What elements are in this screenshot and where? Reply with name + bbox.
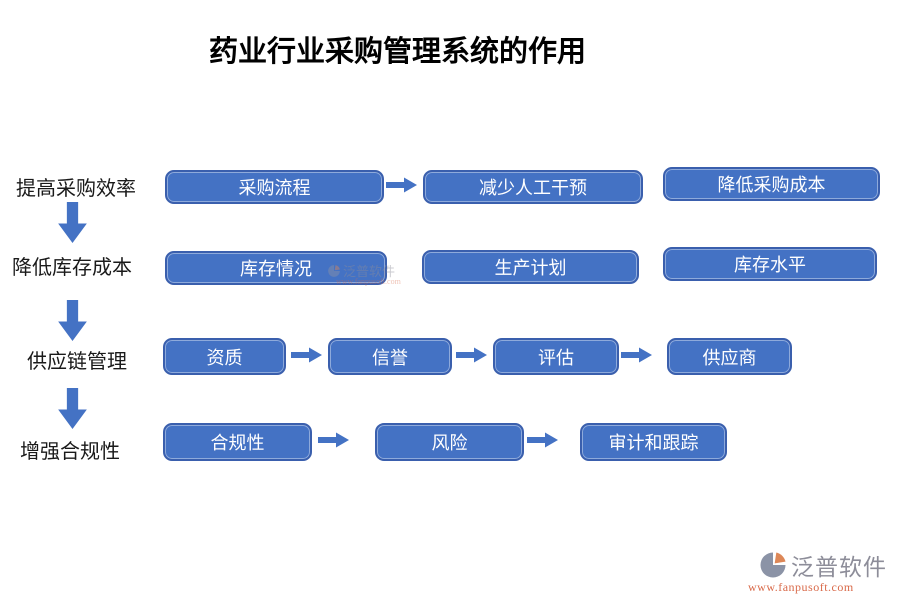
- node-lower-procurement-cost: 降低采购成本: [663, 167, 880, 201]
- node-qualification: 资质: [163, 338, 286, 375]
- fanpu-logo-icon: [328, 264, 340, 277]
- down-arrow-icon: [58, 388, 87, 429]
- row-label-efficiency: 提高采购效率: [16, 178, 136, 200]
- node-audit-tracking: 审计和跟踪: [580, 423, 727, 461]
- watermark-url: www.fanpusoft.com: [336, 277, 401, 286]
- node-reduce-manual-intervention: 减少人工干预: [423, 170, 643, 204]
- node-inventory-level: 库存水平: [663, 247, 877, 281]
- flow-arrow-icon: [386, 177, 418, 193]
- flow-arrow-icon: [291, 347, 323, 363]
- down-arrow-icon: [58, 202, 87, 243]
- flow-arrow-icon: [456, 347, 488, 363]
- down-arrow-icon: [58, 300, 87, 341]
- flow-arrow-icon: [318, 432, 350, 448]
- node-reputation: 信誉: [328, 338, 452, 375]
- node-procurement-process: 采购流程: [165, 170, 384, 204]
- diagram-title: 药业行业采购管理系统的作用: [208, 36, 586, 68]
- row-label-compliance: 增强合规性: [20, 441, 120, 463]
- logo-brand-text: 泛普软件: [791, 555, 887, 580]
- logo-url-text: www.fanpusoft.com: [748, 580, 854, 594]
- watermark: 泛普软件: [327, 261, 395, 280]
- node-compliance: 合规性: [163, 423, 312, 461]
- node-evaluation: 评估: [493, 338, 619, 375]
- fanpu-logo: 泛普软件 www.fanpusoft.com: [744, 548, 894, 595]
- node-production-plan: 生产计划: [422, 250, 639, 284]
- flow-arrow-icon: [621, 347, 653, 363]
- node-risk: 风险: [375, 423, 524, 461]
- node-supplier: 供应商: [667, 338, 792, 375]
- row-label-inventory-cost: 降低库存成本: [12, 257, 132, 279]
- node-inventory-status: 库存情况: [165, 251, 387, 285]
- fanpu-logo-icon: [760, 552, 786, 578]
- flow-arrow-icon: [527, 432, 559, 448]
- row-label-supply-chain: 供应链管理: [27, 351, 127, 373]
- watermark-text: 泛普软件: [343, 264, 396, 279]
